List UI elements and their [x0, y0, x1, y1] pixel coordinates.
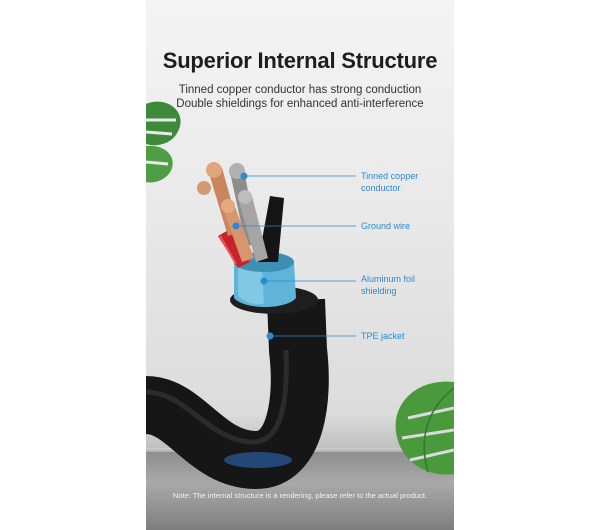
- cable-cross-section-illustration: [146, 162, 356, 490]
- strand-end-d: [238, 190, 252, 204]
- callout-dot-jacket: [266, 332, 274, 340]
- leaf-left-slits: [146, 118, 176, 166]
- callout-dot-foil: [260, 277, 268, 285]
- callout-label-ground: Ground wire: [361, 221, 411, 231]
- leaf-right-main: [395, 381, 454, 475]
- page-title: Superior Internal Structure: [162, 48, 438, 73]
- strand-end-a: [206, 162, 222, 178]
- leaf-right-slits: [401, 406, 454, 462]
- callout-dot-conductor: [240, 172, 248, 180]
- disclaimer-note: Note: The internal structure is a render…: [172, 491, 428, 500]
- monstera-leaf-right: [395, 381, 454, 475]
- product-image-panel: Superior Internal Structure Tinned coppe…: [146, 0, 454, 530]
- jacket-glow: [224, 452, 292, 468]
- callout-label-conductor: Tinned copper conductor: [361, 171, 419, 193]
- leaf-right-vein: [423, 387, 454, 473]
- callout-label-jacket: TPE jacket: [361, 331, 405, 341]
- callout-dot-ground: [232, 222, 240, 230]
- copper-strand-d: [222, 204, 254, 262]
- jacket-highlight: [146, 349, 289, 445]
- monstera-leaf-left: [146, 101, 181, 183]
- callout-label-foil: Aluminum foil shielding: [361, 274, 416, 296]
- red-insulation-highlight: [219, 235, 237, 265]
- foil-highlight: [238, 266, 264, 305]
- tinned-strand-c: [238, 196, 268, 262]
- strand-end-c: [197, 181, 211, 195]
- subtitle-line-1: Tinned copper conductor has strong condu…: [178, 84, 422, 96]
- strand-end-e: [221, 199, 235, 213]
- leaf-left-upper: [146, 101, 181, 146]
- subtitle-line-2: Double shieldings for enhanced anti-inte…: [176, 98, 424, 110]
